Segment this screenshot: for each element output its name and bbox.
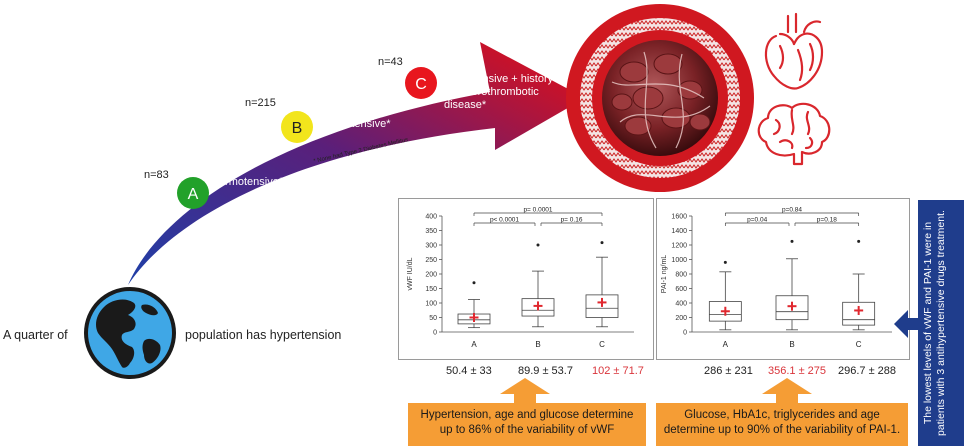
pai-y-tick-label: 0 xyxy=(683,330,687,337)
vwf-y-axis-label: vWF IU/dL xyxy=(407,257,414,290)
pai-y-tick-label: 1000 xyxy=(671,257,687,264)
pai-y-tick-label: 1600 xyxy=(671,214,687,221)
pai-outlier-2 xyxy=(857,239,861,243)
group-b-label: Hypertensive* xyxy=(322,118,391,130)
vwf-boxplot: 0 50 100 150 200 250 300 350 400 vWF IU/dL A B Cp= 0… xyxy=(407,207,634,349)
globe-caption-left: A quarter of xyxy=(3,328,68,342)
globe-caption-right: population has hypertension xyxy=(185,328,342,342)
group-a-label: Normotensive* xyxy=(211,176,284,188)
group-a-circle: A xyxy=(177,177,209,209)
vwf-y-tick-label: 0 xyxy=(433,330,437,337)
pai-finding-box: Glucose, HbA1c, triglycerides and age de… xyxy=(656,403,908,446)
vwf-category-label-0: A xyxy=(471,340,477,349)
pai-up-arrow xyxy=(762,378,812,404)
brain-icon xyxy=(757,102,831,166)
group-a-n: n=83 xyxy=(144,169,169,181)
pai-y-tick-label: 800 xyxy=(675,272,687,279)
pai-mean-b: 356.1 ± 275 xyxy=(768,365,827,377)
vwf-y-tick-label: 400 xyxy=(425,214,437,221)
pai-y-tick-label: 1400 xyxy=(671,228,687,235)
pai-category-label-2: C xyxy=(856,340,862,349)
pai-mean-a: 286 ± 231 xyxy=(704,365,753,377)
vwf-mean-c: 102 ± 71.7 xyxy=(592,365,644,377)
vwf-outlier-1 xyxy=(536,243,540,247)
vwf-outlier-2 xyxy=(600,241,604,245)
pai-pvalue-label-0: p=0.84 xyxy=(782,207,802,214)
pai-pvalue-label-1: p=0.04 xyxy=(747,217,767,224)
arrow-body xyxy=(128,42,585,285)
pai-pvalue-label-2: p=0.18 xyxy=(817,217,837,224)
group-c-letter: C xyxy=(415,76,427,93)
group-c-circle: C xyxy=(405,67,437,99)
vwf-up-arrow xyxy=(500,378,550,404)
vwf-pvalue-label-0: p= 0.0001 xyxy=(523,207,552,214)
vwf-y-tick-label: 150 xyxy=(425,286,437,293)
vwf-mean-a: 50.4 ± 33 xyxy=(446,365,492,377)
pai-category-label-1: B xyxy=(789,340,794,349)
pai-outlier-1 xyxy=(790,239,794,243)
vwf-mean-b: 89.9 ± 53.7 xyxy=(518,365,573,377)
vwf-pvalue-label-1: p< 0.0001 xyxy=(490,217,519,224)
vwf-y-tick-label: 350 xyxy=(425,228,437,235)
globe-icon xyxy=(84,287,176,379)
pai-chart-panel xyxy=(656,198,910,360)
vwf-chart-panel xyxy=(398,198,654,360)
vwf-finding-box: Hypertension, age and glucose determine … xyxy=(408,403,646,446)
side-note-arrow xyxy=(894,310,920,338)
blood-vessel-icon xyxy=(566,4,754,192)
pai-y-axis-label: PAI-1 ng/mL xyxy=(661,255,668,293)
vwf-pvalue-label-2: p= 0.16 xyxy=(561,217,583,224)
vwf-y-tick-label: 50 xyxy=(429,315,437,322)
pai-category-label-0: A xyxy=(723,340,729,349)
vwf-y-tick-label: 100 xyxy=(425,301,437,308)
group-b-letter: B xyxy=(292,120,303,137)
vwf-category-label-2: C xyxy=(599,340,605,349)
group-a-letter: A xyxy=(188,186,199,203)
vwf-y-tick-label: 300 xyxy=(425,243,437,250)
group-b-n: n=215 xyxy=(245,97,276,109)
group-c-label: Hypertensive + history of atherothrombot… xyxy=(444,73,554,111)
pai-y-tick-label: 200 xyxy=(675,315,687,322)
vwf-y-tick-label: 250 xyxy=(425,257,437,264)
pai-mean-c: 296.7 ± 288 xyxy=(838,365,897,377)
pai-y-tick-label: 400 xyxy=(675,301,687,308)
pai-outlier-0 xyxy=(723,260,727,264)
pai-y-tick-label: 1200 xyxy=(671,243,687,250)
heart-icon xyxy=(764,12,824,90)
vwf-outlier-0 xyxy=(472,281,476,285)
vwf-category-label-1: B xyxy=(535,340,540,349)
side-note-box: The lowest levels of vWF and PAI-1 were … xyxy=(918,200,964,446)
vwf-y-tick-label: 200 xyxy=(425,272,437,279)
side-note-text: The lowest levels of vWF and PAI-1 were … xyxy=(922,210,947,436)
group-b-circle: B xyxy=(281,111,313,143)
group-c-n: n=43 xyxy=(378,56,403,68)
pai-y-tick-label: 600 xyxy=(675,286,687,293)
